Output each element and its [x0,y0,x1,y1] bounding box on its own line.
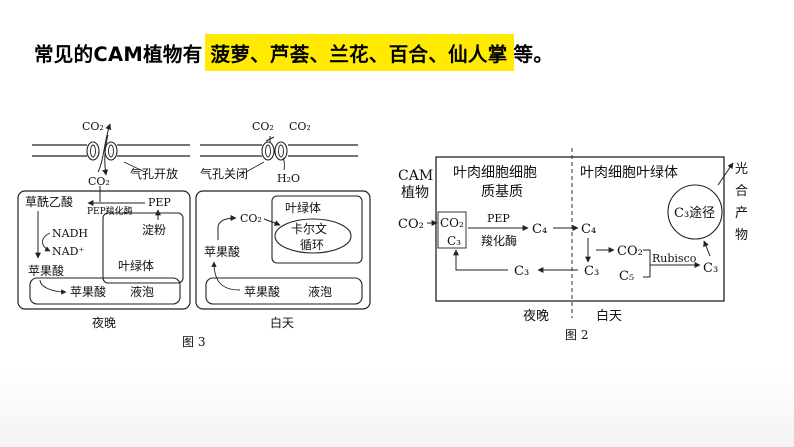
night-co2-arrow-out [97,123,112,173]
day-h2o-line [282,157,285,171]
day-chloroplast [271,195,363,264]
fig2-chloroplast-header: 叶肉细胞叶绿体 [580,165,678,181]
day-vacuole-malic: 苹果酸 [244,284,280,299]
fig2-c3-final: C₃ [703,261,718,276]
fig2-caption: 图 2 [565,328,588,342]
fig2-c5: C₅ [619,269,634,284]
night-malic-acid: 苹果酸 [28,263,64,278]
night-pep: PEP [148,196,171,209]
slide-heading: 常见的CAM植物有 菠萝、芦荟、兰花、百合、仙人掌 等。 [34,33,554,71]
fig2-co2-in: CO₂ [398,217,424,232]
fig2-c3-to-co2box-arrow [453,249,508,271]
day-co2-to-calvin-arrow [263,218,281,226]
fig2-night-label: 夜晚 [523,309,549,324]
fig3-day-panel: CO₂ CO₂ 气孔关闭 H₂O 叶绿体 卡尔文 循环 CO₂ 苹果酸 苹果酸 … [195,120,371,330]
night-co2-top: CO₂ [82,120,104,133]
night-pep-enzyme: PEP羧化酶 [87,205,133,217]
c3-pathway-circle [667,184,723,240]
fig2-co2-box: CO₂ [440,216,464,230]
day-chloroplast-label: 叶绿体 [285,200,321,215]
day-malic-acid: 苹果酸 [204,244,240,259]
fig2-enzyme: 羧化酶 [481,233,517,248]
heading-prefix: 常见的CAM植物有 [34,42,203,66]
night-stoma-pointer [123,161,146,173]
night-nad: NAD⁺ [52,245,84,258]
calvin-line1: 卡尔文 [291,221,327,236]
fig2-product-3: 产 [735,206,748,221]
guard-cell-left [86,141,100,161]
night-vacuole [29,277,181,305]
night-period-label: 夜晚 [92,315,116,330]
calvin-line2: 循环 [300,238,324,252]
guard-cell-left-inner [90,144,96,158]
day-cell-outline [195,190,371,310]
fig3-night-panel: CO₂ CO₂ 气孔开放 草酰乙酸 PEP羧化酶 PEP 淀粉 叶绿体 NADH… [17,120,191,330]
fig2-mesophyll-2: 质基质 [481,183,523,200]
fig2-product-1: 光 [735,162,748,177]
night-co2-bottom: CO₂ [88,175,110,188]
fig2-c3-box: C₃ [447,234,461,248]
fig2-c3-mid: C₃ [584,264,599,279]
day-vacuole-label: 液泡 [308,284,332,299]
night-chloroplast [102,212,184,284]
day-vacuole-to-malic-arrow [211,261,241,291]
night-nadh-arrow [42,232,51,252]
fig2-product-2: 合 [735,184,748,199]
fig2-rubisco: Rubisco [652,252,697,265]
fig2-c4-left: C₄ [532,222,547,237]
fig2-bracket [643,249,651,278]
day-h2o: H₂O [277,172,300,185]
c3-pathway-label: C₃途径 [674,205,715,221]
day-malic-to-co2-arrow [217,215,237,240]
day-stoma-pointer [245,161,265,173]
fig2-co2-c3-box [437,211,467,249]
day-co2-b: CO₂ [289,120,311,133]
guard-cell-right [274,141,288,161]
night-cell-outline [17,190,191,310]
day-period-label: 白天 [270,315,294,330]
guard-cell-left-inner [265,144,271,158]
night-starch: 淀粉 [142,223,166,237]
night-vacuole-malic: 苹果酸 [70,284,106,299]
day-co2-inner: CO₂ [240,212,262,225]
fig2-left-label-1: CAM [398,168,433,184]
fig2-to-products-arrow [717,162,734,186]
day-block-mark [265,136,275,142]
fig2-mesophyll-1: 叶肉细胞细胞 [453,165,537,181]
night-co2-arrow-in [102,134,109,176]
night-malic-to-vacuole-arrow [39,279,67,295]
fig2-cell-box [435,156,725,302]
fig2-day-label: 白天 [596,308,622,324]
guard-cell-right-inner [278,144,284,158]
fig2-c3-to-pathway-arrow [703,240,711,257]
night-chloroplast-label: 叶绿体 [118,258,154,273]
fig2: CAM 植物 叶肉细胞细胞 质基质 叶肉细胞叶绿体 光 合 产 物 C₃途径 C… [398,148,748,342]
night-vacuole-label: 液泡 [130,284,154,299]
day-co2-a: CO₂ [252,120,274,133]
heading-highlight: 菠萝、芦荟、兰花、百合、仙人掌 [204,33,514,71]
night-stoma-label: 气孔开放 [130,166,178,181]
fig2-co2-right: CO₂ [617,244,643,259]
fig2-c4-right: C₄ [581,222,596,237]
night-oxaloacetate: 草酰乙酸 [25,194,73,209]
fig2-pep: PEP [487,212,510,225]
calvin-cycle-oval [274,218,352,254]
guard-cell-left [261,141,275,161]
heading-suffix: 等。 [513,42,554,66]
day-stoma-label: 气孔关闭 [200,166,248,181]
fig2-product-4: 物 [735,228,748,243]
night-nadh: NADH [52,227,88,240]
fig3-caption: 图 3 [182,335,205,349]
fig2-c3-return: C₃ [514,264,529,279]
guard-cell-right-inner [108,144,114,158]
fig2-left-label-2: 植物 [401,185,429,201]
day-vacuole [205,277,363,305]
